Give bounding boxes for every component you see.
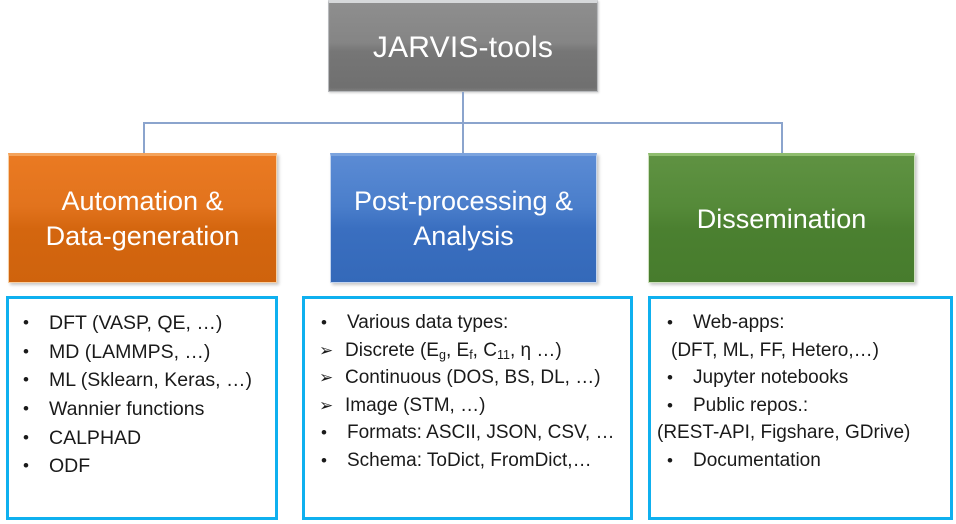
list-item-label: ML (Sklearn, Keras, …) — [49, 369, 252, 392]
list-item: • Jupyter notebooks — [657, 364, 944, 392]
connector-branch-3 — [781, 122, 783, 154]
list-item-label: Formats: ASCII, JSON, CSV, … — [347, 422, 615, 444]
dot-bullet-icon: • — [23, 370, 29, 390]
list-item: (DFT, ML, FF, Hetero,…) — [657, 337, 944, 365]
dot-bullet-icon: • — [667, 450, 673, 470]
root-node-jarvis-tools: JARVIS-tools — [328, 0, 598, 92]
list-item-label: Various data types: — [347, 312, 509, 333]
list-item: • Public repos.: — [657, 392, 944, 420]
list-item-label: Documentation — [693, 449, 821, 471]
list-item-label: Continuous (DOS, BS, DL, …) — [345, 367, 601, 389]
list-item: • Web-apps: — [657, 309, 944, 337]
dot-bullet-icon: • — [321, 450, 327, 470]
list-item-label: Discrete (Eg, Ef, C11, η …) — [345, 339, 562, 363]
list-item-label: CALPHAD — [49, 426, 142, 449]
dot-bullet-icon: • — [667, 395, 673, 415]
list-item: ➢ Continuous (DOS, BS, DL, …) — [311, 364, 624, 392]
list-item-label: ODF — [49, 455, 91, 478]
category-box-dissemination: Dissemination — [648, 153, 915, 283]
list-item: • DFT (VASP, QE, …) — [15, 309, 269, 338]
list-item: • Formats: ASCII, JSON, CSV, … — [311, 419, 624, 447]
list-item: • Documentation — [657, 447, 944, 475]
detail-box-dissemination: • Web-apps: (DFT, ML, FF, Hetero,…) • Jupyte… — [648, 296, 953, 520]
list-item-label: DFT (VASP, QE, …) — [49, 312, 223, 334]
dot-bullet-icon: • — [321, 313, 327, 332]
list-item: ➢ Image (STM, …) — [311, 392, 624, 420]
dot-bullet-icon: • — [23, 427, 29, 447]
list-item-label: MD (LAMMPS, …) — [49, 340, 211, 363]
dot-bullet-icon: • — [667, 368, 673, 388]
category-box-automation-data-generation: Automation &Data-generation — [8, 153, 277, 283]
arrow-bullet-icon: ➢ — [319, 340, 334, 360]
detail-list-1: • DFT (VASP, QE, …) • MD (LAMMPS, …) • ML (Sk… — [15, 309, 269, 481]
list-item: • ML (Sklearn, Keras, …) — [15, 366, 269, 395]
arrow-bullet-icon: ➢ — [319, 368, 334, 388]
list-item: • MD (LAMMPS, …) — [15, 338, 269, 367]
dot-bullet-icon: • — [667, 313, 673, 332]
connector-branch-2 — [462, 122, 464, 154]
detail-list-3: • Web-apps: (DFT, ML, FF, Hetero,…) • Jupyte… — [657, 309, 944, 474]
arrow-bullet-icon: ➢ — [319, 395, 334, 415]
detail-box-automation: • DFT (VASP, QE, …) • MD (LAMMPS, …) • ML (Sk… — [6, 296, 278, 520]
connector-root-vertical — [462, 92, 464, 123]
list-item: ➢ Discrete (Eg, Ef, C11, η …) — [311, 337, 624, 365]
list-item-label: Schema: ToDict, FromDict,… — [347, 449, 592, 471]
list-item-label: Public repos.: — [693, 394, 809, 416]
category-label-3: Dissemination — [696, 203, 867, 234]
category-box-post-processing-analysis: Post-processing &Analysis — [330, 153, 597, 283]
root-node-label: JARVIS-tools — [372, 30, 554, 64]
connector-branch-1 — [143, 122, 145, 154]
list-item: • CALPHAD — [15, 424, 269, 453]
list-item-label: Jupyter notebooks — [693, 367, 849, 389]
dot-bullet-icon: • — [23, 398, 29, 418]
list-item: (REST-API, Figshare, GDrive) — [657, 419, 944, 447]
detail-list-2: • Various data types: ➢ Discrete (Eg, Ef, C… — [311, 309, 624, 474]
list-item-label: Web-apps: — [693, 312, 785, 333]
list-item-label: Wannier functions — [49, 397, 205, 420]
category-label-1: Automation &Data-generation — [45, 186, 240, 251]
category-label-2: Post-processing &Analysis — [353, 186, 574, 251]
list-item: • Various data types: — [311, 309, 624, 337]
list-item: • ODF — [15, 452, 269, 481]
dot-bullet-icon: • — [23, 456, 29, 476]
list-item: • Schema: ToDict, FromDict,… — [311, 447, 624, 475]
list-item-label: (REST-API, Figshare, GDrive) — [657, 422, 911, 444]
dot-bullet-icon: • — [23, 313, 29, 332]
dot-bullet-icon: • — [23, 341, 29, 361]
list-item-label: Image (STM, …) — [345, 394, 486, 416]
list-item-label: (DFT, ML, FF, Hetero,…) — [671, 339, 879, 361]
detail-box-post-processing: • Various data types: ➢ Discrete (Eg, Ef, C… — [302, 296, 633, 520]
dot-bullet-icon: • — [321, 423, 327, 443]
list-item: • Wannier functions — [15, 395, 269, 424]
